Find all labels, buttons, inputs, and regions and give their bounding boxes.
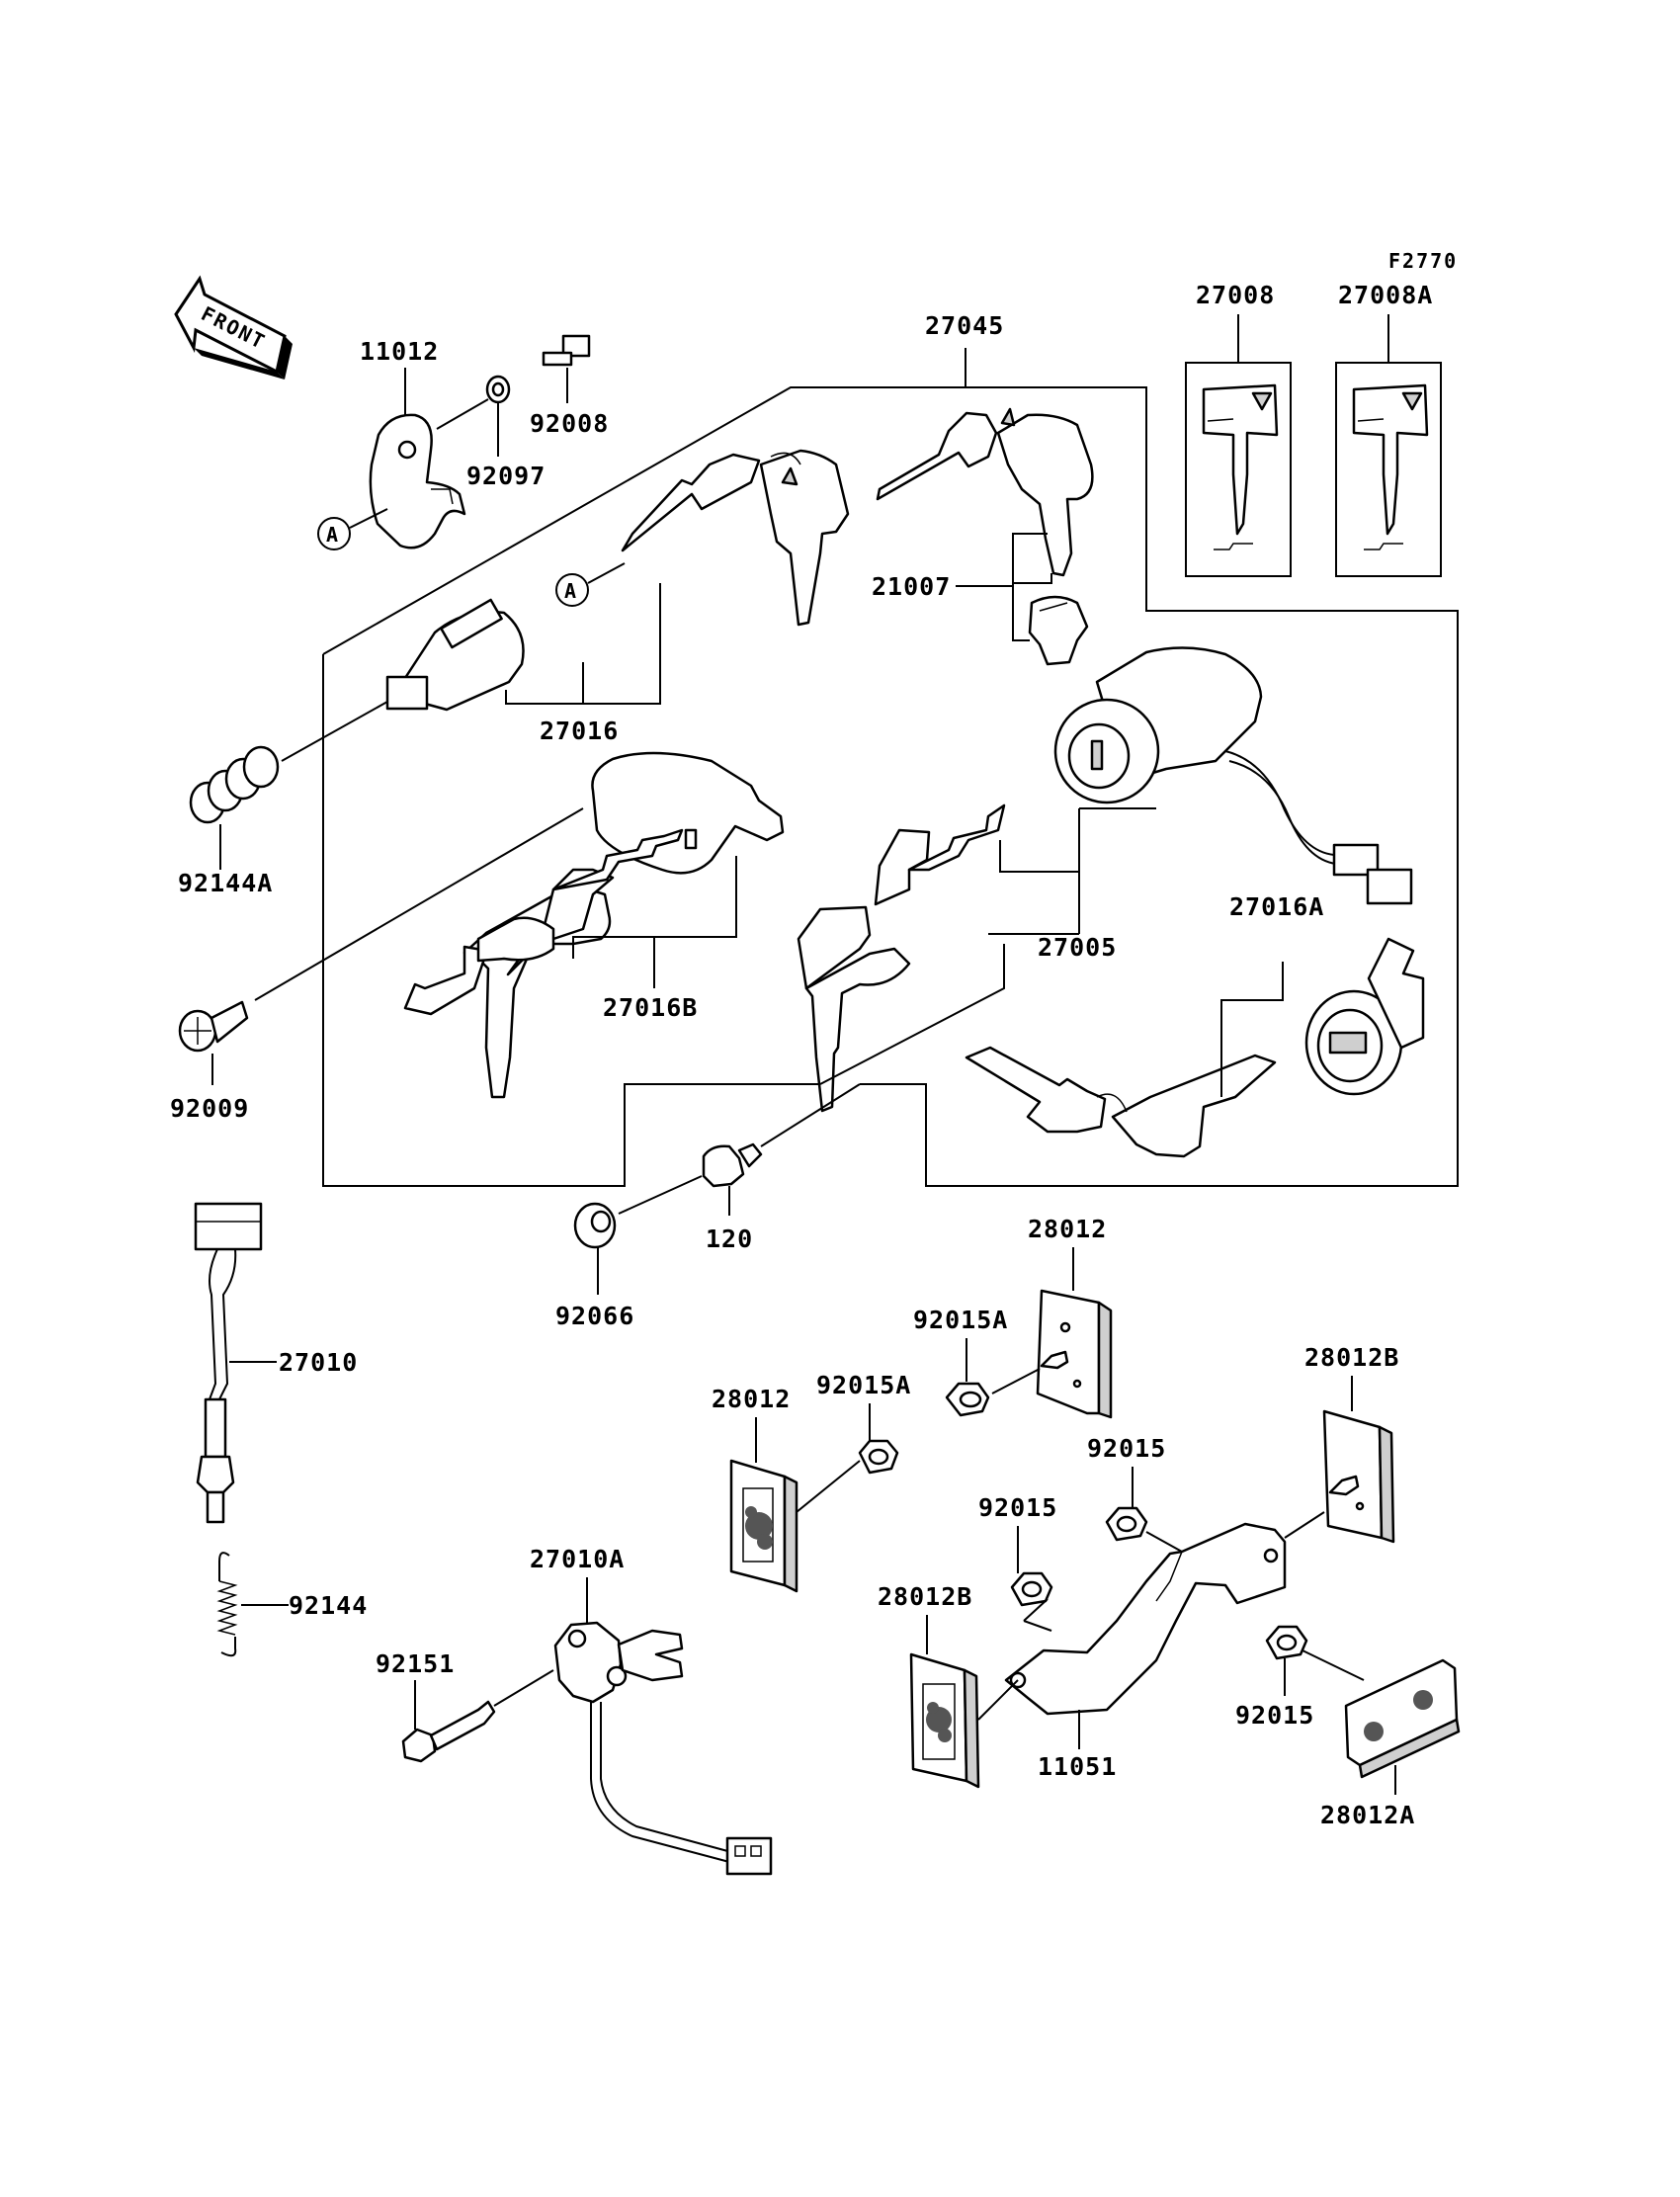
cap-21007 bbox=[1028, 595, 1089, 666]
front-arrow: FRONT bbox=[174, 275, 293, 380]
key-27008A bbox=[1335, 362, 1442, 577]
label-27045: 27045 bbox=[925, 311, 1004, 340]
bracket-11051 bbox=[1004, 1522, 1287, 1716]
reflector-28012A bbox=[1344, 1658, 1461, 1779]
nut-92015-mid bbox=[1105, 1506, 1148, 1542]
marker-a-left: A bbox=[317, 517, 351, 550]
label-92008: 92008 bbox=[530, 409, 609, 438]
nut-92015A-mid bbox=[858, 1439, 899, 1475]
spring-92144A bbox=[189, 745, 280, 824]
label-92151: 92151 bbox=[376, 1649, 455, 1678]
marker-a-mid: A bbox=[555, 573, 589, 607]
label-27008: 27008 bbox=[1196, 281, 1275, 309]
label-28012-mid: 28012 bbox=[712, 1385, 791, 1413]
label-28012B-right: 28012B bbox=[1304, 1343, 1399, 1372]
nut-92015A-top bbox=[945, 1382, 990, 1417]
reflector-28012B-right bbox=[1322, 1409, 1395, 1544]
label-92097: 92097 bbox=[466, 462, 546, 490]
label-11051: 11051 bbox=[1038, 1752, 1117, 1781]
spring-92144 bbox=[216, 1552, 238, 1657]
reflector-28012B-left bbox=[909, 1652, 980, 1789]
switch-27010 bbox=[194, 1202, 263, 1524]
label-27016: 27016 bbox=[540, 717, 619, 745]
label-120: 120 bbox=[706, 1225, 753, 1253]
label-27016B: 27016B bbox=[603, 993, 698, 1022]
label-27010: 27010 bbox=[279, 1348, 358, 1377]
label-92144A: 92144A bbox=[178, 869, 273, 897]
ignition-switch-27005 bbox=[1053, 646, 1413, 905]
bolt-92008 bbox=[542, 334, 591, 367]
key-pair-27016A bbox=[965, 1046, 1277, 1158]
reflector-28012-mid bbox=[729, 1459, 798, 1593]
label-27005: 27005 bbox=[1038, 933, 1117, 962]
key-pair-27016B bbox=[403, 828, 684, 1099]
label-92144: 92144 bbox=[289, 1591, 368, 1620]
label-92015A-mid: 92015A bbox=[816, 1371, 911, 1399]
nut-92015-bottom bbox=[1265, 1625, 1308, 1660]
label-28012B-left: 28012B bbox=[878, 1582, 972, 1611]
label-11012: 11012 bbox=[360, 337, 439, 366]
label-27016A: 27016A bbox=[1229, 892, 1324, 921]
nut-92015-left bbox=[1010, 1571, 1053, 1607]
switch-27010A bbox=[553, 1621, 773, 1876]
svg-text:A: A bbox=[326, 523, 340, 547]
label-92009: 92009 bbox=[170, 1094, 249, 1123]
label-21007: 21007 bbox=[872, 572, 951, 601]
label-92066: 92066 bbox=[555, 1302, 634, 1330]
lock-27016 bbox=[385, 598, 525, 712]
label-92015A-top: 92015A bbox=[913, 1306, 1008, 1334]
plate-11012 bbox=[369, 413, 466, 549]
label-27008A: 27008A bbox=[1338, 281, 1433, 309]
key-pair-27005 bbox=[797, 803, 1006, 1113]
grommet-92066 bbox=[573, 1202, 617, 1249]
label-92015-mid: 92015 bbox=[1087, 1434, 1166, 1463]
figure-code: F2770 bbox=[1388, 249, 1458, 273]
set-frame-27045 bbox=[322, 386, 1459, 1187]
key-pair-27016 bbox=[621, 449, 850, 627]
bolt-92151 bbox=[401, 1700, 496, 1763]
label-28012A: 28012A bbox=[1320, 1801, 1415, 1829]
switch-27016A bbox=[1304, 937, 1425, 1096]
reflector-28012-top bbox=[1036, 1289, 1113, 1419]
screw-92009 bbox=[178, 1000, 249, 1053]
washer-92097 bbox=[485, 375, 511, 404]
label-92015-left: 92015 bbox=[978, 1493, 1057, 1522]
svg-text:A: A bbox=[564, 579, 578, 603]
label-28012-top: 28012 bbox=[1028, 1215, 1107, 1243]
key-pair-27045 bbox=[876, 407, 1094, 577]
key-27008 bbox=[1185, 362, 1292, 577]
label-27010A: 27010A bbox=[530, 1545, 625, 1573]
bushing-120 bbox=[702, 1142, 763, 1188]
label-92015-bottom: 92015 bbox=[1235, 1701, 1314, 1730]
